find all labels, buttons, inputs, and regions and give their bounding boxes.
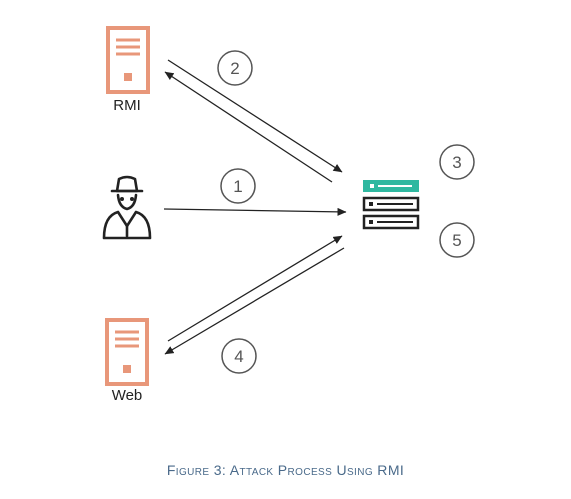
step-number-3: 3 [452,153,461,172]
arrow-rmi-to-target [167,59,343,173]
rmi-server-icon [106,26,150,94]
arrow-web-to-target [167,235,343,342]
rmi-label: RMI [113,97,141,114]
web-server-icon [105,318,149,386]
step-circle-2: 2 [217,50,253,86]
target-server-icon [362,180,420,230]
step-number-5: 5 [452,231,461,250]
arrow-target-to-rmi [164,71,333,183]
step-circle-5: 5 [439,222,475,258]
step-circle-4: 4 [221,338,257,374]
step-number-2: 2 [230,59,239,78]
attacker-spy-icon [102,175,152,240]
figure-caption: Figure 3: Attack Process Using RMI [166,462,405,478]
step-number-4: 4 [234,347,243,366]
step-circle-1: 1 [220,168,256,204]
web-label: Web [112,387,143,404]
step-circle-3: 3 [439,144,475,180]
step-number-1: 1 [233,177,242,196]
arrow-target-to-web [164,247,345,355]
arrow-attacker-to-target [163,207,347,216]
